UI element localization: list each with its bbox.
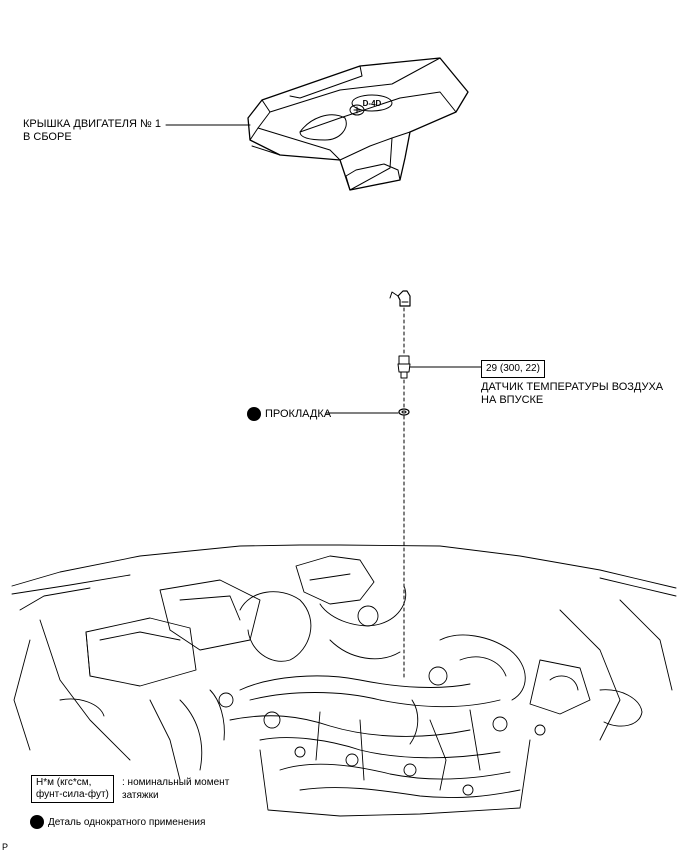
sensor-label-line1: ДАТЧИК ТЕМПЕРАТУРЫ ВОЗДУХА (481, 381, 664, 393)
intake-air-temp-sensor (397, 355, 411, 379)
gasket-hole (401, 410, 407, 414)
sensor-label-line2: НА ВПУСКЕ (481, 394, 544, 406)
gasket-label: ПРОКЛАДКА (265, 408, 332, 420)
engine-bay (11, 544, 677, 817)
corner-code: P (2, 842, 9, 852)
legend-single-use-text: Деталь однократного применения (48, 817, 206, 828)
legend-torque-desc-line2: затяжки (122, 790, 159, 801)
single-use-marker (247, 407, 261, 421)
torque-spec-box: 29 (300, 22) (481, 360, 545, 378)
legend-torque-desc-line1: : номинальный момент (122, 777, 230, 788)
engine-cover-label-line1: КРЫШКА ДВИГАТЕЛЯ № 1 (23, 118, 162, 130)
sensor-connector (389, 290, 411, 307)
engine-cover (247, 57, 469, 191)
legend-torque-units-line1: Н*м (кгс*см, (36, 777, 92, 788)
legend-single-use-icon (30, 815, 44, 829)
engine-logo-text: D-4D (363, 99, 382, 108)
legend-torque-box: Н*м (кгс*см, фунт-сила-фут) (31, 775, 114, 803)
engine-logo (349, 94, 393, 116)
gasket-part (398, 408, 410, 416)
engine-cover-label-line2: В СБОРЕ (23, 131, 72, 143)
legend-torque-units-line2: фунт-сила-фут) (36, 789, 109, 800)
